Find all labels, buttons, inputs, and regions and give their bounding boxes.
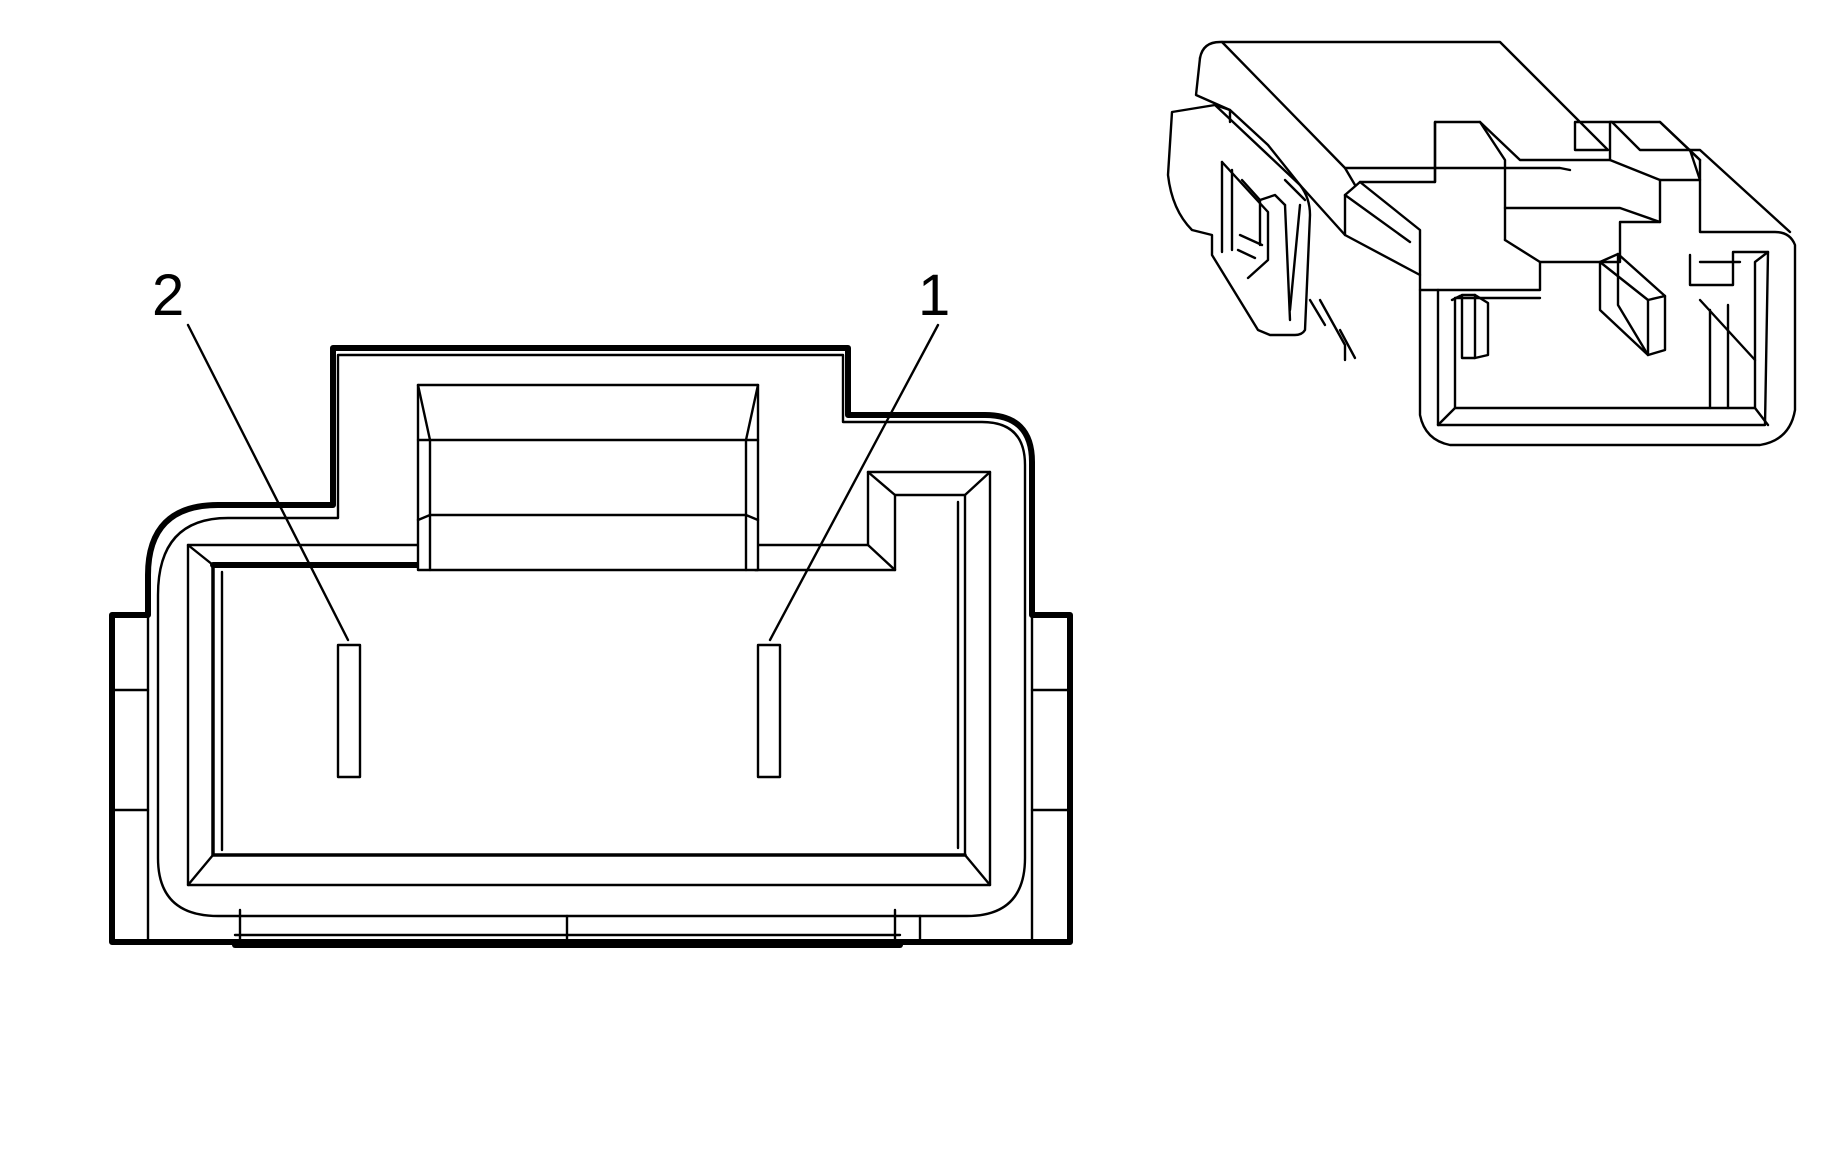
housing-inner-shell xyxy=(156,353,1027,918)
pin-label-2: 2 xyxy=(152,263,184,328)
body-left-latch xyxy=(1166,103,1312,337)
right-side-latch xyxy=(1030,613,1072,944)
pin-label-1: 1 xyxy=(918,263,950,328)
connector-face-view: 2 1 xyxy=(109,263,1073,948)
terminal-pin-1 xyxy=(756,643,782,779)
terminal-pin-2 xyxy=(336,643,362,779)
body-top-step xyxy=(1343,120,1702,292)
keyway-block xyxy=(416,383,760,572)
leader-line-pin-1 xyxy=(768,323,940,642)
connector-3d-view xyxy=(1166,40,1797,447)
cavity-inner-wall xyxy=(211,563,967,857)
leader-line-pin-2 xyxy=(186,323,350,642)
left-side-latch xyxy=(110,613,150,944)
housing-outline xyxy=(109,345,1073,945)
bottom-rail xyxy=(232,908,922,948)
body-front-face xyxy=(1418,148,1797,447)
